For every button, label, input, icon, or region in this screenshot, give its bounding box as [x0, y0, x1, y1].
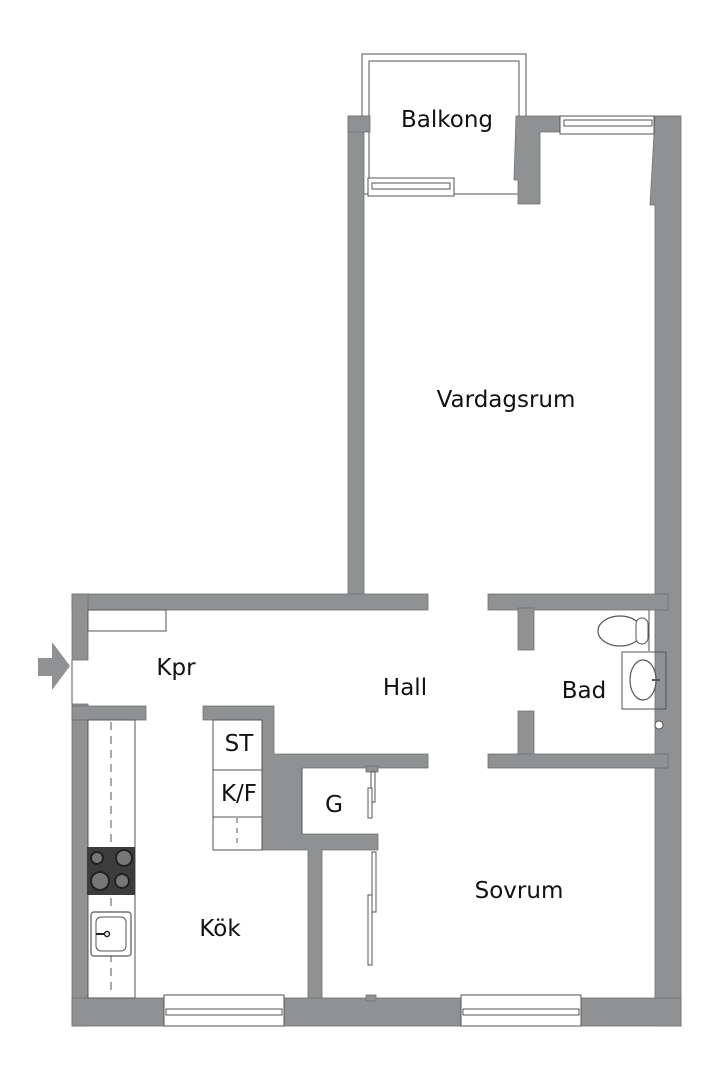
room-label-st: ST [224, 731, 254, 757]
bathroom-sink-icon [621, 651, 667, 710]
bathroom-fixtures [597, 610, 667, 730]
room-label-hall: Hall [382, 675, 428, 701]
room-label-balkong: Balkong [400, 107, 494, 133]
hall-shelf [87, 609, 167, 632]
room-label-kf: K/F [220, 781, 258, 807]
toilet-icon [597, 615, 643, 647]
st-kf-units [212, 719, 263, 851]
room-label-bad: Bad [561, 678, 607, 704]
entrance-arrow-icon [38, 642, 70, 690]
room-label-g: G [325, 792, 343, 818]
room-label-kpr: Kpr [156, 655, 196, 681]
kitchen-sink-icon [90, 911, 132, 957]
sliding-doors [367, 771, 377, 966]
room-label-vardagsrum: Vardagsrum [436, 387, 576, 413]
room-label-sovrum: Sovrum [474, 878, 564, 904]
balcony [361, 53, 527, 195]
windows [163, 115, 655, 1027]
walls [71, 115, 682, 1027]
room-label-kok: Kök [199, 916, 241, 942]
kitchen-counter [87, 719, 136, 999]
shower-icon [654, 720, 664, 730]
